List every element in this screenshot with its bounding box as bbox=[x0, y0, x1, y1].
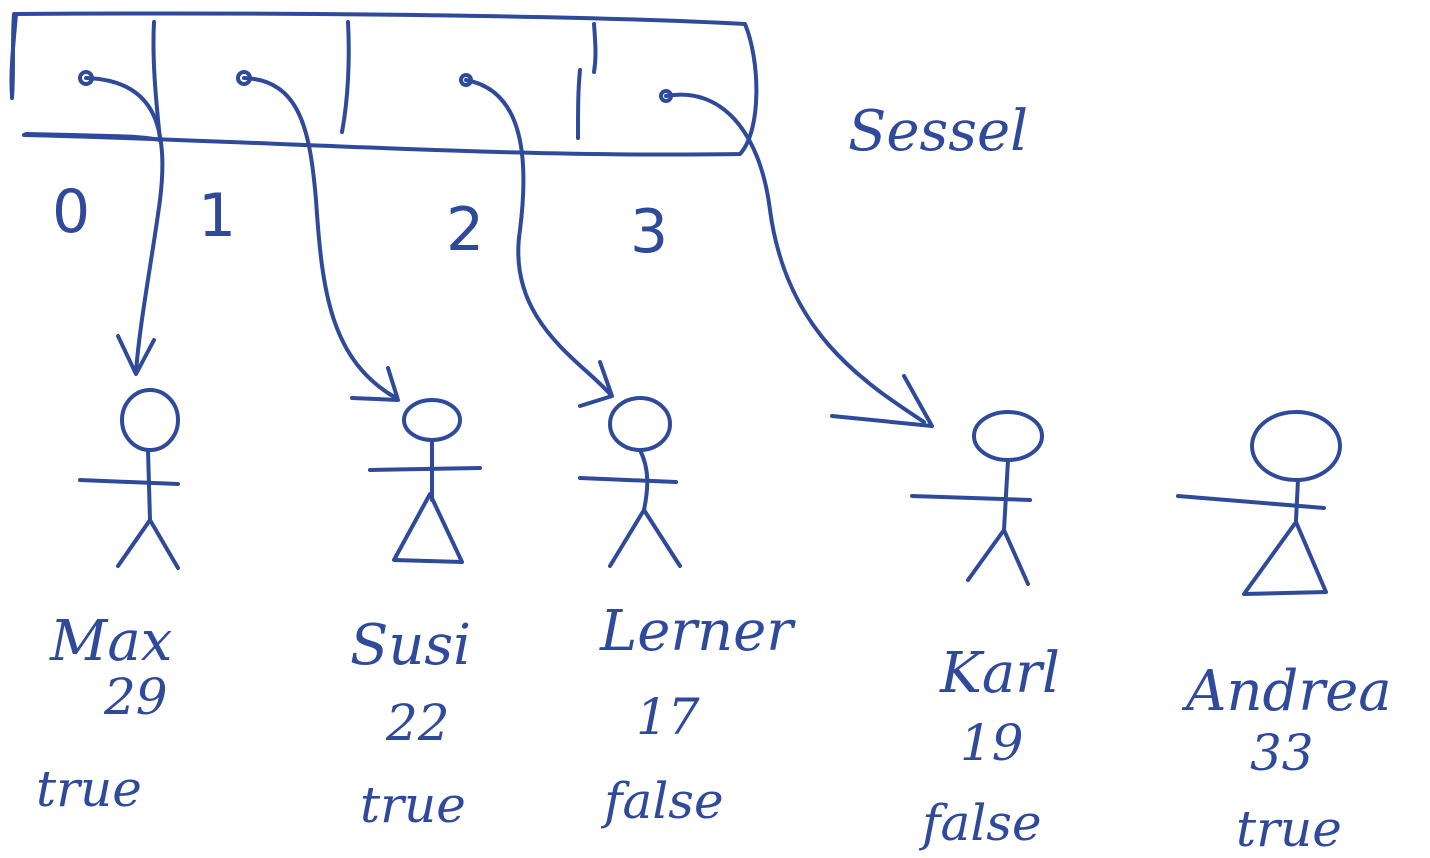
person-name: Max bbox=[49, 609, 172, 674]
person-name: Andrea bbox=[1181, 659, 1392, 724]
person-age: 33 bbox=[1250, 724, 1314, 782]
array-box bbox=[9, 11, 759, 157]
person-flag: false bbox=[918, 794, 1042, 852]
array-name: Sessel bbox=[848, 99, 1028, 164]
arrow-1 bbox=[242, 76, 398, 400]
male-stick-figure-icon bbox=[578, 396, 682, 568]
person-flag: true bbox=[36, 760, 142, 818]
arrow-0 bbox=[84, 76, 165, 374]
array-index: 0 bbox=[52, 177, 90, 247]
male-stick-figure-icon bbox=[78, 388, 180, 570]
person-flag: false bbox=[600, 772, 724, 830]
female-stick-figure-icon bbox=[368, 398, 482, 564]
array-index: 2 bbox=[446, 195, 484, 265]
person-name: Karl bbox=[939, 641, 1060, 706]
person-age: 19 bbox=[960, 714, 1024, 772]
cell-divider bbox=[592, 22, 598, 74]
reference-dots bbox=[78, 70, 673, 103]
male-stick-figure-icon bbox=[910, 410, 1044, 586]
person-age: 29 bbox=[103, 668, 168, 726]
cell-divider bbox=[576, 68, 582, 140]
person-flag: true bbox=[1236, 800, 1342, 858]
person-flag: true bbox=[360, 776, 466, 834]
arrow-2 bbox=[464, 78, 612, 396]
person-age: 17 bbox=[636, 688, 700, 746]
person-age: 22 bbox=[385, 694, 450, 752]
array-index: 1 bbox=[198, 181, 236, 251]
arrow-3 bbox=[664, 92, 926, 424]
reference-arrows bbox=[84, 76, 934, 428]
female-stick-figure-icon bbox=[1176, 410, 1342, 596]
person-name: Susi bbox=[350, 613, 471, 678]
cell-divider bbox=[340, 20, 351, 134]
array-index: 3 bbox=[630, 197, 668, 267]
person-name: Lerner bbox=[599, 599, 796, 664]
